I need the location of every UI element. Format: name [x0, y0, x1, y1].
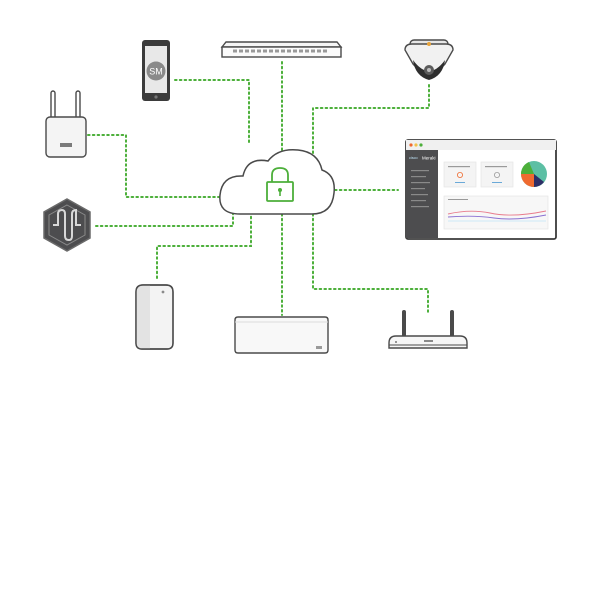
dome-camera-icon: [404, 39, 454, 80]
link-sensor-hub: [95, 211, 234, 227]
link-lte-gateway: [87, 134, 220, 198]
cloud-lock-icon: [219, 148, 335, 215]
access-point-icon: [135, 284, 174, 350]
network-switch-icon: [220, 41, 343, 58]
dashboard-pie-icon: [521, 161, 547, 187]
connection-lines: [87, 61, 430, 316]
link-router: [312, 213, 429, 315]
cellular-gateway-icon: [45, 90, 87, 158]
dashboard-monitor-icon: cisco Meraki: [405, 139, 557, 240]
link-smartphone: [174, 79, 250, 146]
link-access-point: [156, 213, 252, 279]
smartphone-icon: SM: [142, 40, 170, 101]
security-appliance-icon: [234, 316, 329, 354]
dashboard-brand-text: Meraki: [422, 156, 436, 161]
dashboard-logo-text: cisco: [409, 156, 418, 160]
router-icon: [388, 310, 468, 349]
smartphone-badge-text: SM: [149, 67, 163, 77]
link-camera: [312, 84, 430, 159]
hexagon-sensor-icon: [43, 198, 91, 252]
